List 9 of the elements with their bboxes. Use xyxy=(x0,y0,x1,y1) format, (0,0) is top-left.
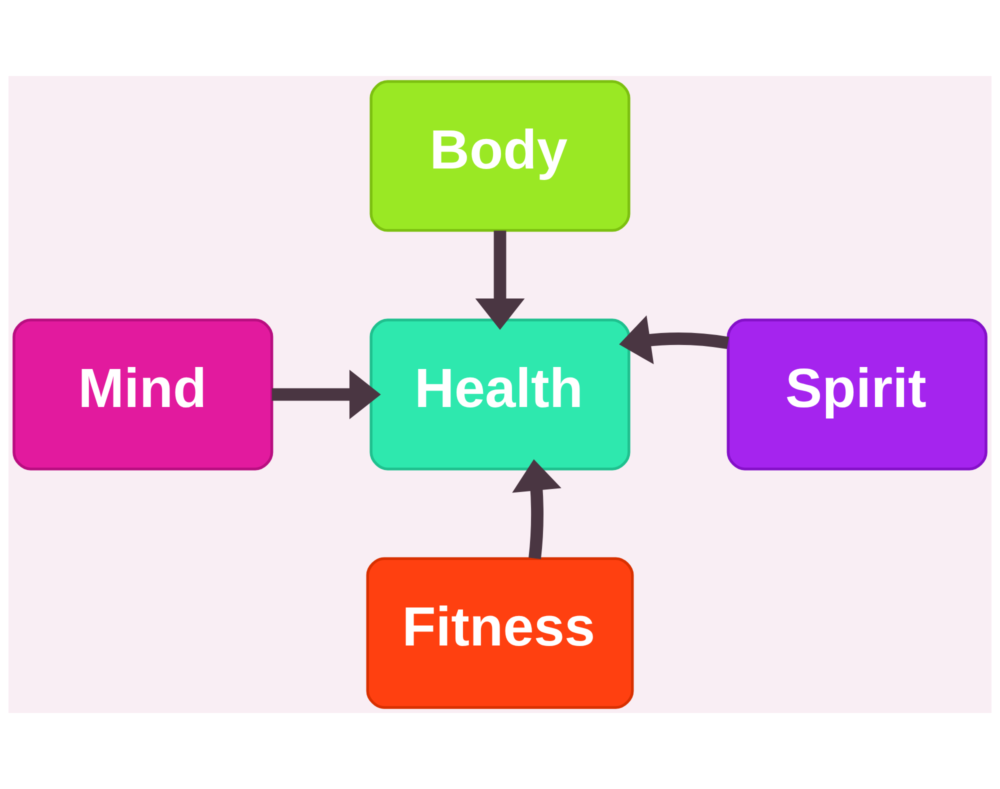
node-box: Mind xyxy=(12,318,274,470)
arrow xyxy=(272,370,381,420)
node-box: Body xyxy=(370,80,630,232)
node-box: Fitness xyxy=(366,557,634,709)
node-box: Health xyxy=(370,318,630,470)
arrow xyxy=(512,459,562,560)
arrow xyxy=(619,315,729,364)
node-box: Spirit xyxy=(726,318,988,470)
arrow xyxy=(475,230,525,330)
